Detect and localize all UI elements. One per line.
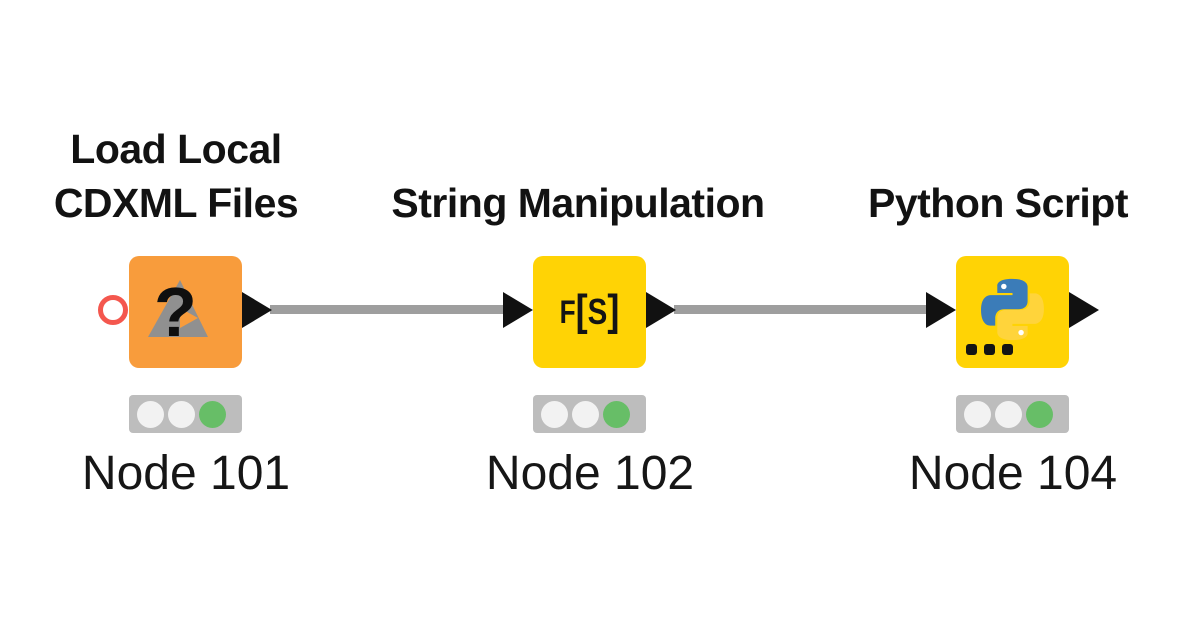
status-light-off: [572, 400, 599, 428]
node-title-string-manipulation: String Manipulation: [391, 180, 765, 226]
status-light-off: [995, 400, 1022, 428]
status-light-off: [964, 400, 991, 428]
output-port-node101[interactable]: [242, 292, 272, 328]
string-function-icon: F[S]: [559, 286, 620, 335]
status-light-green: [199, 400, 226, 428]
status-light-green: [1026, 400, 1053, 428]
svg-text:?: ?: [154, 273, 197, 351]
dynamic-ports-dots-icon: [966, 344, 1013, 355]
node-id-label-102: Node 102: [485, 447, 695, 500]
node-body-load-local-cdxml-files[interactable]: ?: [129, 256, 242, 368]
status-light-green: [603, 400, 630, 428]
node-id-label-101: Node 101: [81, 447, 291, 500]
node-body-string-manipulation[interactable]: F[S]: [533, 256, 646, 368]
connection-node102-node104[interactable]: [674, 305, 928, 314]
python-icon: [981, 278, 1044, 341]
status-traffic-light-node102: [533, 395, 646, 433]
status-light-off: [137, 400, 164, 428]
input-port-node102[interactable]: [503, 292, 533, 328]
connection-node101-node102[interactable]: [270, 305, 506, 314]
unconnected-input-port-ring[interactable]: [98, 295, 128, 325]
status-light-off: [168, 400, 195, 428]
status-light-off: [541, 400, 568, 428]
node-title-load-local-cdxml-files: Load Local CDXML Files: [53, 126, 299, 226]
question-mark-triangle-icon: ?: [148, 273, 208, 351]
status-traffic-light-node101: [129, 395, 242, 433]
output-port-node104[interactable]: [1069, 292, 1099, 328]
status-traffic-light-node104: [956, 395, 1069, 433]
node-body-python-script[interactable]: [956, 256, 1069, 368]
input-port-node104[interactable]: [926, 292, 956, 328]
node-id-label-104: Node 104: [908, 447, 1118, 500]
output-port-node102[interactable]: [646, 292, 676, 328]
node-title-python-script: Python Script: [867, 180, 1129, 226]
